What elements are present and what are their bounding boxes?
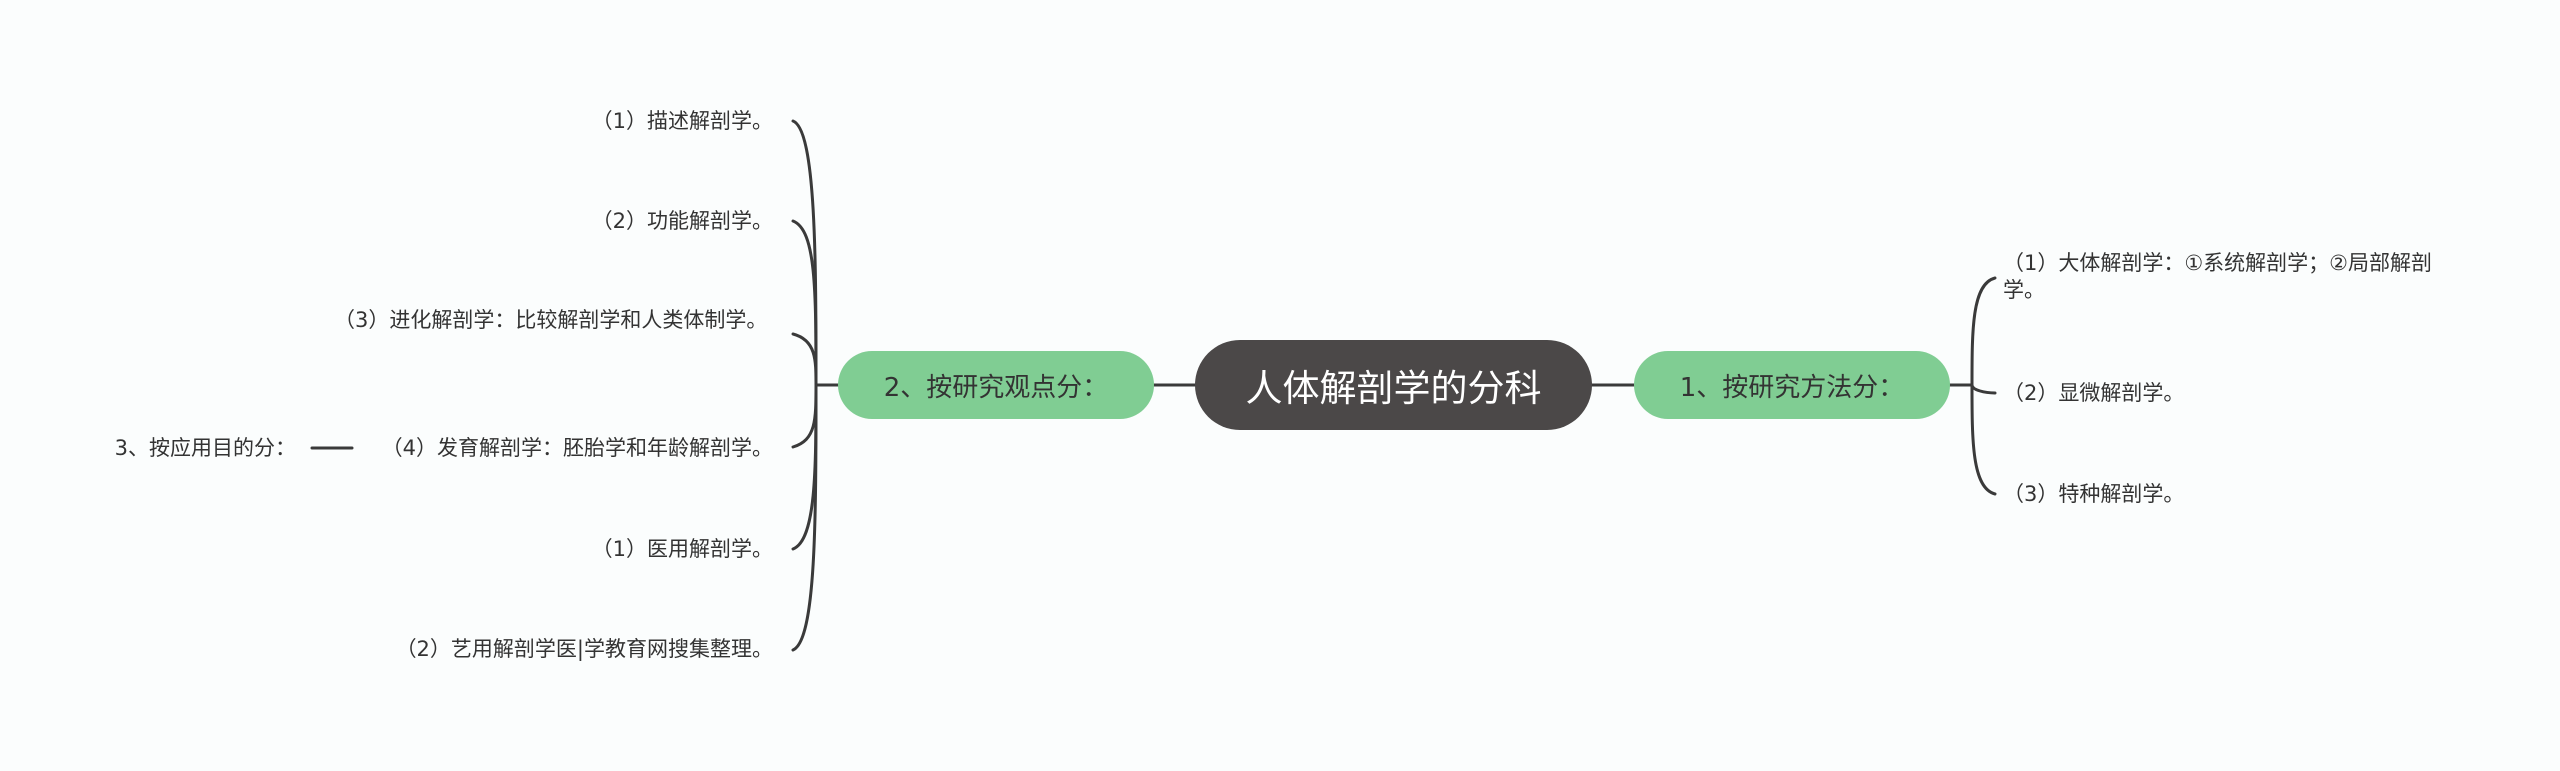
leaf-evolutionary-anatomy[interactable]: （3）进化解剖学：比较解剖学和人类体制学。 xyxy=(334,307,774,334)
leaf-artistic-anatomy[interactable]: （2）艺用解剖学医|学教育网搜集整理。 xyxy=(353,636,773,663)
leaf-medical-anatomy-label: （1）医用解剖学。 xyxy=(591,537,773,561)
root-topic[interactable]: 人体解剖学的分科 xyxy=(1195,340,1592,430)
leaf-evolutionary-anatomy-label: （3）进化解剖学：比较解剖学和人类体制学。 xyxy=(334,308,768,332)
leaf-artistic-anatomy-label: （2）艺用解剖学医|学教育网搜集整理。 xyxy=(395,637,773,661)
connector-left-child-2 xyxy=(791,219,818,387)
leaf-functional-anatomy-label: （2）功能解剖学。 xyxy=(591,209,773,233)
connector-left-child-1 xyxy=(791,119,818,387)
branch-research-viewpoint[interactable]: 2、按研究观点分： xyxy=(838,351,1154,419)
branch-research-method[interactable]: 1、按研究方法分： xyxy=(1634,351,1950,419)
connector-right-child-2 xyxy=(1970,383,1997,395)
root-topic-label: 人体解剖学的分科 xyxy=(1245,367,1542,410)
branch-application-purpose[interactable]: 3、按应用目的分： xyxy=(60,435,296,462)
branch-application-purpose-label: 3、按应用目的分： xyxy=(114,436,296,460)
connector-right-child-3 xyxy=(1970,383,1997,496)
leaf-developmental-anatomy[interactable]: （4）发育解剖学：胚胎学和年龄解剖学。 xyxy=(353,435,773,462)
leaf-functional-anatomy[interactable]: （2）功能解剖学。 xyxy=(393,208,773,235)
connector-left-child-3 xyxy=(791,332,818,387)
leaf-developmental-anatomy-label: （4）发育解剖学：胚胎学和年龄解剖学。 xyxy=(381,436,773,460)
leaf-microscopic-anatomy[interactable]: （2）显微解剖学。 xyxy=(2003,380,2303,407)
leaf-medical-anatomy[interactable]: （1）医用解剖学。 xyxy=(393,536,773,563)
leaf-special-anatomy-label: （3）特种解剖学。 xyxy=(2003,482,2185,506)
leaf-descriptive-anatomy[interactable]: （1）描述解剖学。 xyxy=(393,108,773,135)
connector-left-child-6 xyxy=(791,383,818,652)
leaf-microscopic-anatomy-label: （2）显微解剖学。 xyxy=(2003,381,2185,405)
connector-right-child-1 xyxy=(1970,276,1997,387)
connector-left-child-5 xyxy=(791,383,818,551)
connector-left-child-4 xyxy=(791,383,818,449)
leaf-descriptive-anatomy-label: （1）描述解剖学。 xyxy=(591,109,773,133)
leaf-special-anatomy[interactable]: （3）特种解剖学。 xyxy=(2003,481,2303,508)
branch-research-method-label: 1、按研究方法分： xyxy=(1679,372,1905,403)
leaf-gross-anatomy[interactable]: （1）大体解剖学：①系统解剖学；②局部解剖学。 xyxy=(2003,250,2463,304)
branch-research-viewpoint-label: 2、按研究观点分： xyxy=(883,372,1109,403)
leaf-gross-anatomy-label: （1）大体解剖学：①系统解剖学；②局部解剖学。 xyxy=(2003,251,2433,302)
